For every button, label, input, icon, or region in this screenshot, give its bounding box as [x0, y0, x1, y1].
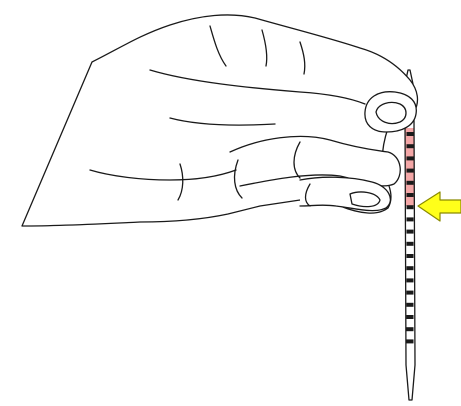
liquid-column: [405, 128, 415, 206]
thumb: [364, 91, 417, 133]
hand-crease: [209, 25, 227, 67]
graduation-mark: [406, 217, 414, 222]
graduation-mark: [406, 193, 414, 197]
fingernail: [349, 191, 381, 208]
hand-crease: [169, 117, 276, 126]
hand-crease: [261, 29, 268, 67]
hand-crease: [149, 69, 366, 105]
pipette: [404, 69, 416, 401]
graduation-mark: [406, 132, 414, 136]
graduation-mark: [406, 156, 414, 161]
hand-crease: [89, 169, 237, 181]
graduation-marks: [406, 132, 414, 344]
graduation-mark: [406, 339, 414, 344]
graduation-mark: [406, 254, 414, 258]
graduation-mark: [406, 168, 414, 173]
graduation-mark: [406, 290, 414, 295]
graduation-mark: [406, 315, 414, 319]
graduation-mark: [406, 229, 414, 234]
graduation-mark: [406, 205, 414, 210]
index-finger: [229, 135, 401, 187]
graduation-mark: [406, 241, 414, 246]
hand-crease: [233, 159, 243, 199]
hand-holding-pipette-icon: [21, 14, 419, 227]
yellow-arrow-icon: [417, 191, 461, 222]
graduation-mark: [406, 266, 414, 271]
middle-finger: [299, 176, 391, 212]
graduation-mark: [406, 144, 414, 149]
graduation-mark: [406, 278, 414, 283]
hand-crease: [304, 183, 311, 207]
graduation-mark: [406, 302, 414, 307]
hand-crease: [299, 41, 306, 75]
hand-crease: [293, 141, 301, 179]
graduation-mark: [406, 327, 414, 332]
thumbnail: [375, 101, 407, 125]
pipette-tube: [404, 69, 416, 401]
arrow: [417, 191, 461, 222]
graduation-mark: [406, 180, 414, 185]
hand-crease: [177, 163, 184, 201]
